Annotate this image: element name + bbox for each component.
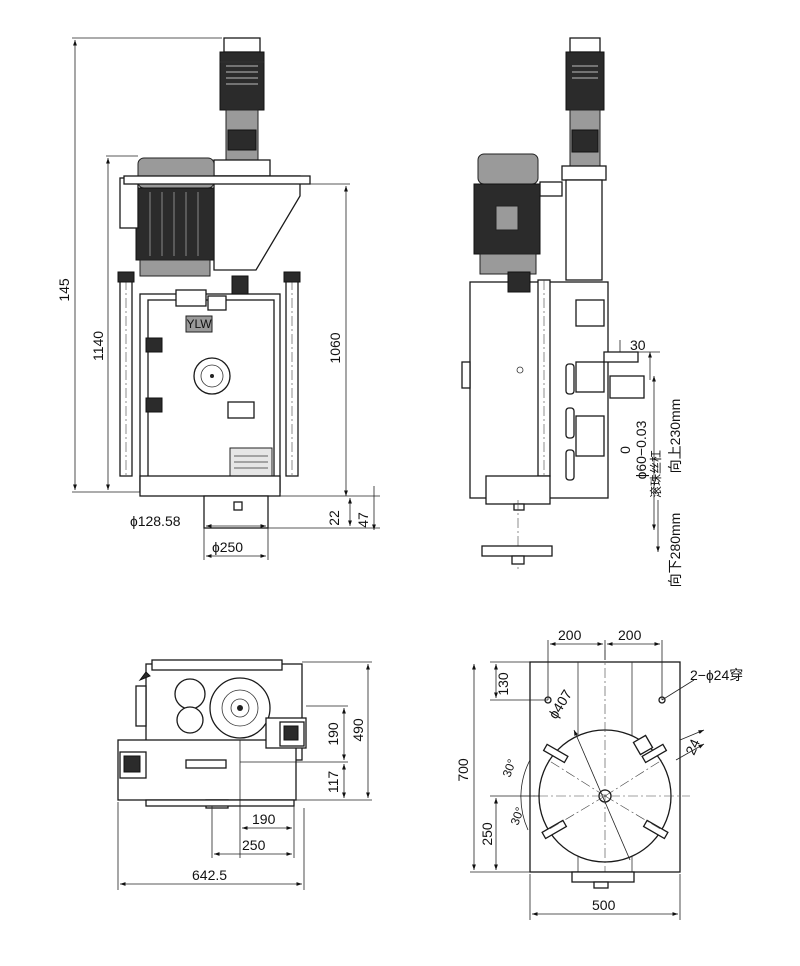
dim-zero: 0	[617, 446, 633, 454]
spindle-down-position	[481, 545, 553, 557]
dim-total-height: 145	[56, 278, 72, 302]
angle-top: 30°	[500, 757, 519, 779]
dim-700: 700	[455, 758, 471, 782]
dim-190-v: 190	[325, 722, 341, 746]
dim-22: 22	[326, 510, 342, 526]
dim-47: 47	[355, 512, 371, 528]
note-up: 向上230mm	[667, 399, 683, 474]
note-down: 向下280mm	[667, 513, 683, 588]
dim-slot-holes: 2−ɸ24穿	[690, 667, 743, 683]
t-slots	[541, 734, 669, 840]
dim-spindle: ɸ60−0.03	[633, 420, 649, 479]
brand-badge: YLW	[186, 317, 212, 331]
dim-642: 642.5	[192, 867, 227, 883]
dim-30-side: 30	[630, 337, 646, 353]
side-view: 30 0 ɸ60−0.03 滚珠丝杠 向上230mm 向下280mm	[461, 37, 683, 588]
dim-250-plan: 250	[242, 837, 266, 853]
table-view: 200 200 130 700 250 500 ɸ407 24 2−ɸ24穿 3…	[455, 627, 743, 920]
note-ballscrew: 滚珠丝杠	[648, 450, 663, 498]
dim-130: 130	[495, 672, 511, 696]
dim-height-1140: 1140	[90, 331, 106, 361]
dim-190-h: 190	[252, 811, 276, 827]
main-motor-front	[119, 157, 217, 277]
angle-bottom: 30°	[508, 805, 527, 827]
dim-flange-dia: ɸ250	[212, 539, 243, 555]
guide-columns-front	[117, 271, 301, 477]
servo-motor-front	[213, 37, 271, 177]
dim-200-left: 200	[558, 627, 582, 643]
plan-view: 490 190 117 190 250 642.5	[117, 659, 372, 890]
dim-117: 117	[325, 771, 341, 794]
dim-250-table: 250	[479, 822, 495, 846]
dim-shaft-dia: ɸ128.58	[130, 513, 181, 529]
spindle-flange-front	[203, 495, 269, 529]
dim-200-right: 200	[618, 627, 642, 643]
front-view: YLW 145 1140 1060 22 47	[56, 37, 380, 560]
dim-24: 24	[682, 736, 703, 757]
dim-height-1060: 1060	[327, 332, 343, 363]
dim-490: 490	[350, 718, 366, 742]
servo-motor-side	[565, 51, 605, 111]
dim-500: 500	[592, 897, 616, 913]
